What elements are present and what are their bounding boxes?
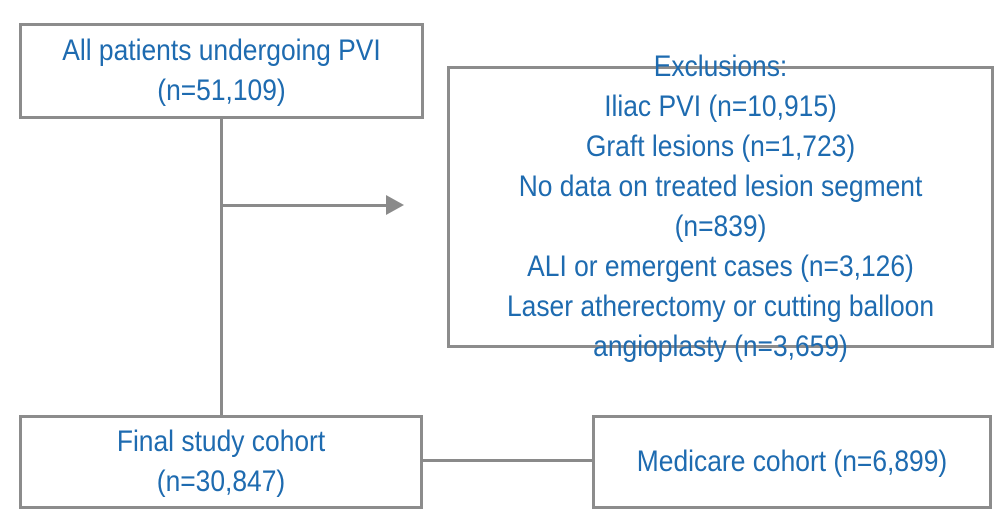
exclusion-item: No data on treated lesion segment (n=839… xyxy=(518,170,923,243)
node-exclusions-text: Exclusions: Iliac PVI (n=10,915) Graft l… xyxy=(482,47,958,367)
node-all-patients: All patients undergoing PVI (n=51,109) xyxy=(19,23,424,119)
node-medicare-label: Medicare cohort (n=6,899) xyxy=(636,445,948,478)
exclusion-item: ALI or emergent cases (n=3,126) xyxy=(527,250,914,283)
node-exclusions: Exclusions: Iliac PVI (n=10,915) Graft l… xyxy=(447,50,994,363)
node-final-cohort: Final study cohort (n=30,847) xyxy=(19,415,423,509)
connector-vertical-line xyxy=(220,119,223,415)
node-all-patients-line2: (n=51,109) xyxy=(157,74,286,107)
exclusion-item: Laser atherectomy or cutting balloon ang… xyxy=(506,290,935,363)
node-final-cohort-line1: Final study cohort xyxy=(116,425,326,458)
connector-exclusions-arrow-line xyxy=(221,204,386,207)
node-final-cohort-line2: (n=30,847) xyxy=(156,465,286,498)
node-exclusions-title: Exclusions: xyxy=(653,50,788,83)
exclusion-item: Graft lesions (n=1,723) xyxy=(585,130,856,163)
exclusion-item: Iliac PVI (n=10,915) xyxy=(604,90,837,123)
node-all-patients-line1: All patients undergoing PVI xyxy=(62,34,381,67)
connector-medicare-line xyxy=(421,459,592,462)
arrow-right-icon xyxy=(386,195,404,215)
node-final-cohort-text: Final study cohort (n=30,847) xyxy=(46,422,396,502)
node-medicare-text: Medicare cohort (n=6,899) xyxy=(619,442,966,482)
node-all-patients-text: All patients undergoing PVI (n=51,109) xyxy=(46,31,397,111)
node-medicare: Medicare cohort (n=6,899) xyxy=(592,415,992,509)
